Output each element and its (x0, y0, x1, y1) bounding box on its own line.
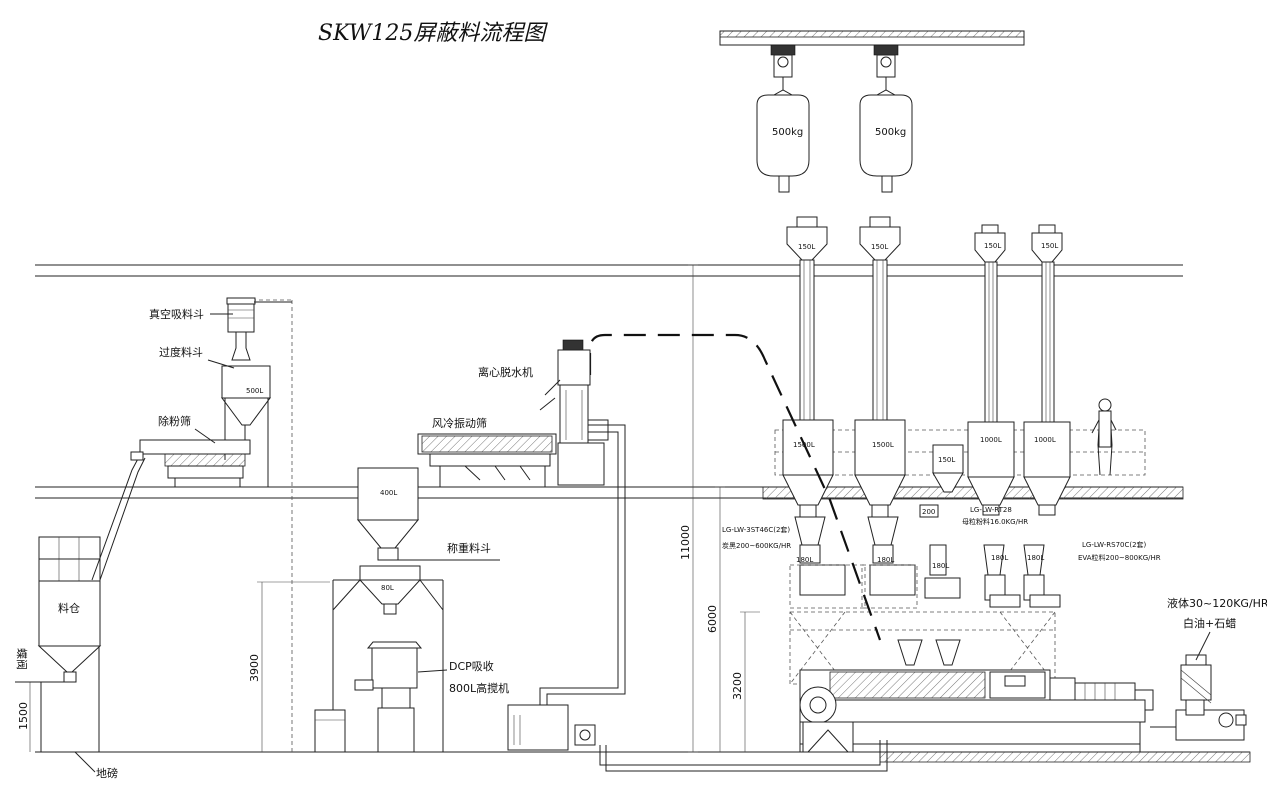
mixer-label: 800L高搅机 (449, 681, 509, 695)
dim-1500: 1500 (17, 702, 30, 730)
air-sieve-label: 风冷振动筛 (432, 416, 487, 430)
storage-hopper-3-label: 1000L (980, 436, 1002, 444)
dust-sieve (130, 439, 251, 487)
transition-leader (207, 359, 235, 369)
storage-hopper-1 (782, 419, 834, 518)
butterfly-valve-label: 蝶阀 (15, 648, 29, 670)
weighing-top-volume: 400L (380, 489, 397, 497)
bag-1-label: 500kg (772, 127, 803, 138)
dim-3900: 3900 (248, 654, 261, 682)
weighing-hopper (356, 467, 422, 615)
top-hopper-4 (1031, 224, 1063, 423)
dim-6000: 6000 (706, 605, 719, 633)
operator-figure (1091, 398, 1117, 476)
top-hopper-3-label: 150L (984, 242, 1001, 250)
twin-screw-extruder (799, 639, 1154, 753)
feeder-2-model: LG-LW-RT28 (970, 506, 1012, 514)
silo (37, 454, 146, 752)
dust-sieve-label: 除粉筛 (158, 414, 191, 428)
oil-wax-label: 白油+石蜡 (1183, 616, 1236, 630)
small-mezzanine-hopper (919, 444, 964, 518)
air-cooled-sieve (417, 433, 557, 487)
top-hopper-3 (974, 224, 1006, 423)
storage-hopper-4 (1023, 421, 1071, 516)
top-hopper-2-label: 150L (871, 243, 888, 251)
sieve-leader (194, 428, 216, 444)
feeder-180-b: 180L (877, 556, 894, 564)
transition-volume: 500L (246, 387, 263, 395)
liquid-rate-label: 液体30~120KG/HR (1167, 596, 1267, 610)
feeder-180-e: 180L (1027, 554, 1044, 562)
top-hopper-1-label: 150L (798, 243, 815, 251)
dim-3200: 3200 (731, 672, 744, 700)
storage-hopper-4-label: 1000L (1034, 436, 1056, 444)
vacuum-hopper (226, 297, 292, 361)
high-speed-mixer (314, 641, 423, 753)
small-200-label: 200 (922, 508, 935, 516)
transition-hopper (221, 365, 271, 487)
feeder-group (789, 516, 1061, 609)
centrifugal-dryer (539, 339, 609, 486)
water-tank (507, 704, 596, 751)
dcp-absorb-label: DCP吸收 (449, 659, 494, 673)
hoist-bag-2 (859, 44, 913, 193)
storage-hopper-2-label: 1500L (872, 441, 894, 449)
diagram-title: SKW125屏蔽料流程图 (318, 21, 548, 46)
liquid-dosing-unit (1150, 654, 1247, 741)
feeder-1-model: LG-LW-3ST46C(2套) (722, 525, 790, 534)
dim-11000: 11000 (679, 525, 692, 560)
oil-leader-line (1195, 631, 1211, 661)
weighing-hopper-label: 称重料斗 (447, 541, 491, 555)
transfer-line (588, 333, 882, 641)
transition-hopper-label: 过度料斗 (159, 345, 203, 359)
scale-leader-line (74, 751, 96, 773)
bag-2-label: 500kg (875, 127, 906, 138)
mixer-leader (417, 669, 448, 673)
building-structure (35, 30, 1251, 763)
storage-hopper-3 (967, 421, 1015, 516)
vacuum-hopper-label: 真空吸料斗 (149, 307, 204, 321)
feeder-2-spec: 母粒粉料16.0KG/HR (962, 517, 1028, 526)
feeder-180-d: 180L (991, 554, 1008, 562)
hoist-bag-1 (756, 44, 810, 193)
dryer-label: 离心脱水机 (478, 365, 533, 379)
feeder-1-spec: 炭黑200~600KG/HR (722, 542, 791, 550)
small-hopper-label: 150L (938, 456, 955, 464)
top-hopper-1 (786, 216, 828, 421)
water-piping (539, 424, 888, 772)
feeder-3-model: LG-LW-RS70C(2套) (1082, 540, 1147, 549)
silo-label: 料仓 (58, 601, 80, 615)
floor-scale-label: 地磅 (96, 766, 118, 780)
top-hopper-4-label: 150L (1041, 242, 1058, 250)
feeder-3-spec: EVA粒料200~800KG/HR (1078, 553, 1161, 562)
weighing-bottom-volume: 80L (381, 584, 394, 592)
feeder-180-a: 180L (796, 556, 813, 564)
storage-hopper-2 (854, 419, 906, 518)
feeder-180-c: 180L (932, 562, 949, 570)
